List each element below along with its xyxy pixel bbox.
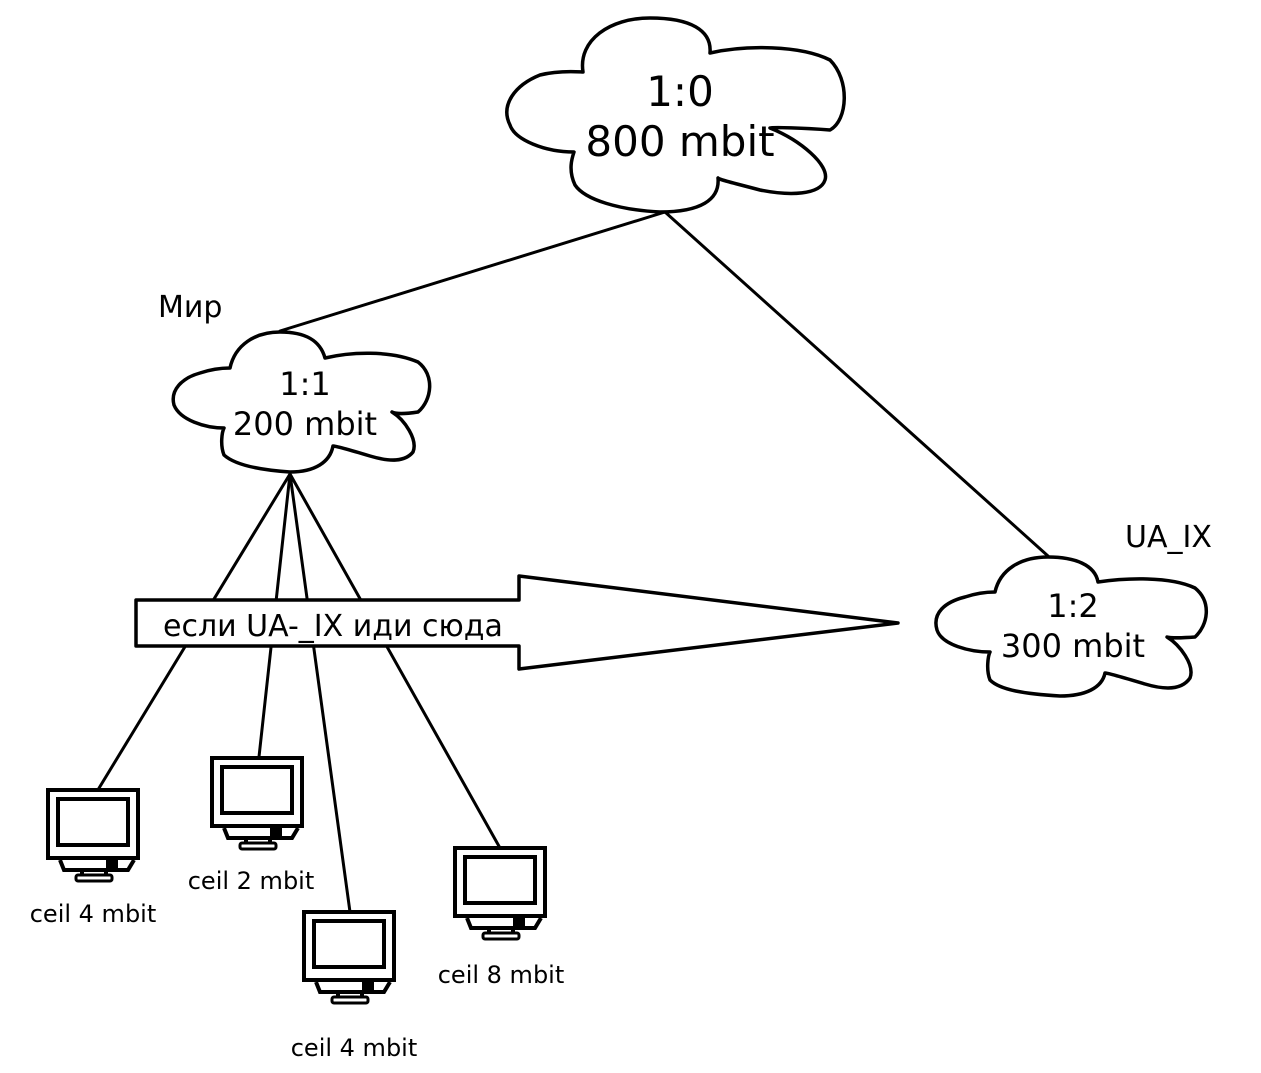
world-class-id: 1:1	[279, 365, 331, 403]
client-ceil-label: ceil 4 mbit	[291, 1034, 418, 1062]
root-class-id: 1:0	[646, 67, 714, 116]
world-label: Мир	[158, 290, 222, 325]
uaix-class-rate: 300 mbit	[1001, 627, 1145, 665]
uaix-class-node: 1:2 300 mbit	[934, 555, 1208, 698]
world-class-rate: 200 mbit	[233, 405, 377, 443]
root-class-rate: 800 mbit	[585, 117, 774, 166]
cloud-icon	[171, 330, 432, 474]
client-2: ceil 2 mbit	[188, 756, 315, 895]
uaix-label: UA_IX	[1125, 520, 1212, 555]
computer-monitor-icon	[453, 846, 547, 941]
cloud-icon	[505, 16, 846, 214]
edge-world-client-3	[288, 472, 352, 914]
edge-world-client-4	[288, 472, 502, 850]
client-ceil-label: ceil 4 mbit	[30, 900, 157, 928]
computer-monitor-icon	[210, 756, 304, 851]
uaix-class-id: 1:2	[1047, 587, 1099, 625]
edge-root-world	[278, 210, 667, 333]
redirect-arrow: если UA-_IX иди сюда	[134, 574, 900, 671]
client-4: ceil 8 mbit	[438, 846, 565, 989]
computer-monitor-icon	[302, 910, 396, 1005]
cloud-icon	[934, 555, 1208, 698]
client-1: ceil 4 mbit	[30, 788, 157, 928]
edge-root-uaix	[663, 210, 1050, 558]
computer-monitor-icon	[46, 788, 140, 883]
arrow-text: если UA-_IX иди сюда	[163, 609, 503, 644]
arrow-shape	[134, 574, 900, 671]
world-class-node: 1:1 200 mbit	[171, 330, 432, 474]
client-ceil-label: ceil 2 mbit	[188, 867, 315, 895]
client-ceil-label: ceil 8 mbit	[438, 961, 565, 989]
root-class-node: 1:0 800 mbit	[505, 16, 846, 214]
client-3: ceil 4 mbit	[291, 910, 418, 1062]
